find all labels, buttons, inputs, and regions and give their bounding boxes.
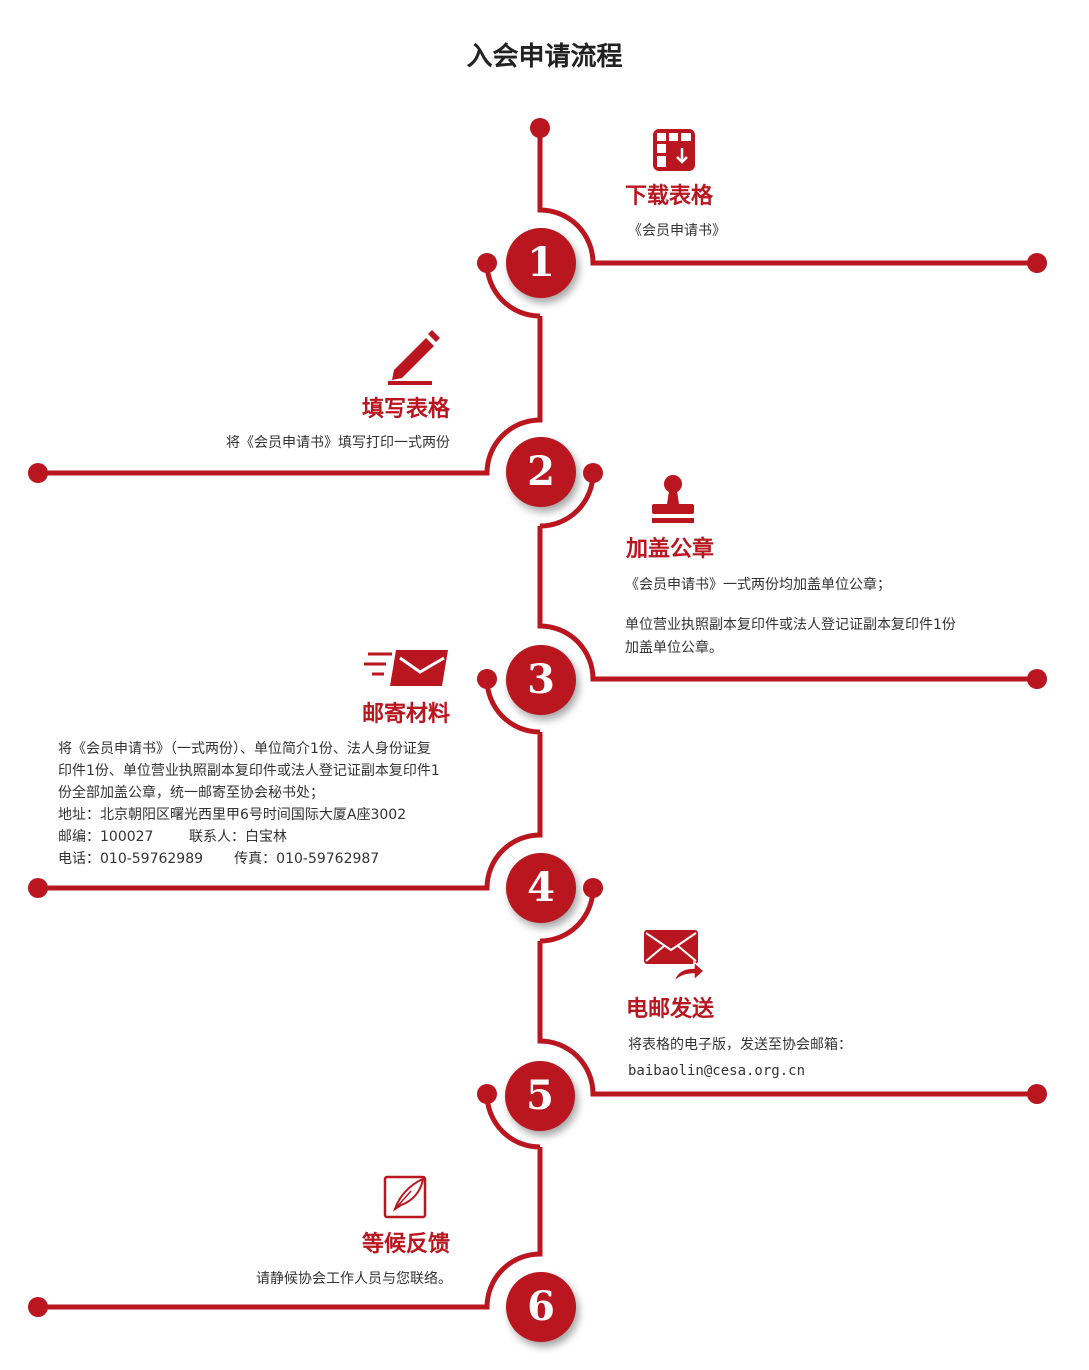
stamp-icon — [652, 475, 694, 523]
step-2-text: 将《会员申请书》填写打印一式两份 — [226, 435, 450, 451]
step-4-line: 将《会员申请书》（一式两份）、单位简介1份、法人身份证复 — [58, 741, 431, 757]
step-2-badge: 2 — [506, 437, 576, 507]
step-5-text: 将表格的电子版，发送至协会邮箱： — [628, 1037, 852, 1053]
step-4-line: 份全部加盖公章，统一邮寄至协会秘书处； — [58, 785, 324, 801]
step-4-address: 地址：北京朝阳区曙光西里甲6号时间国际大厦A座3002 — [58, 807, 407, 823]
step-4-title: 邮寄材料 — [361, 702, 450, 727]
timeline-dot — [583, 878, 603, 898]
email-forward-icon — [644, 930, 706, 984]
timeline-dot — [1027, 253, 1047, 273]
step-3-text-1: 《会员申请书》一式两份均加盖单位公章； — [625, 577, 891, 593]
step-4-line: 印件1份、单位营业执照副本复印件或法人登记证副本复印件1 — [58, 763, 440, 779]
pencil-icon — [388, 330, 440, 385]
step-5-title: 电邮发送 — [626, 997, 715, 1022]
step-4-badge: 4 — [506, 853, 576, 923]
timeline-dot — [1027, 669, 1047, 689]
step-2-title: 填写表格 — [361, 397, 450, 422]
step-3-badge: 3 — [506, 645, 576, 715]
page-title: 入会申请流程 — [466, 42, 623, 72]
timeline-dot — [477, 253, 497, 273]
step-5-email-link[interactable]: baibaolin@cesa.org.cn — [628, 1063, 806, 1079]
table-download-icon — [653, 129, 695, 171]
timeline-dot — [530, 118, 550, 138]
step-6-title: 等候反馈 — [361, 1232, 450, 1257]
feedback-icon — [383, 1175, 427, 1219]
timeline-dot — [28, 463, 48, 483]
step-1-text: 《会员申请书》 — [628, 223, 726, 239]
step-4-postcode-contact: 邮编：100027 联系人：白宝林 — [58, 829, 288, 845]
step-3-text-2: 单位营业执照副本复印件或法人登记证副本复印件1份 — [625, 617, 956, 633]
step-6-text: 请静候协会工作人员与您联络。 — [256, 1271, 452, 1287]
timeline-path — [38, 128, 1037, 1310]
timeline-dot — [28, 1297, 48, 1317]
step-1-title: 下载表格 — [625, 184, 714, 209]
step-3-text-3: 加盖单位公章。 — [625, 640, 723, 656]
timeline-dot — [1027, 1084, 1047, 1104]
step-6-badge: 6 — [506, 1272, 576, 1342]
step-3-title: 加盖公章 — [626, 537, 715, 562]
timeline-dot — [477, 1084, 497, 1104]
step-5-badge: 5 — [505, 1061, 575, 1131]
step-1-badge: 1 — [506, 228, 576, 298]
step-4-text: 将《会员申请书》（一式两份）、单位简介1份、法人身份证复 印件1份、单位营业执照… — [58, 738, 440, 870]
fast-mail-icon — [364, 650, 448, 686]
timeline-dot — [28, 878, 48, 898]
step-4-phone-fax: 电话：010-59762989 传真：010-59762987 — [58, 851, 380, 867]
timeline-dot — [477, 669, 497, 689]
timeline-dot — [583, 463, 603, 483]
